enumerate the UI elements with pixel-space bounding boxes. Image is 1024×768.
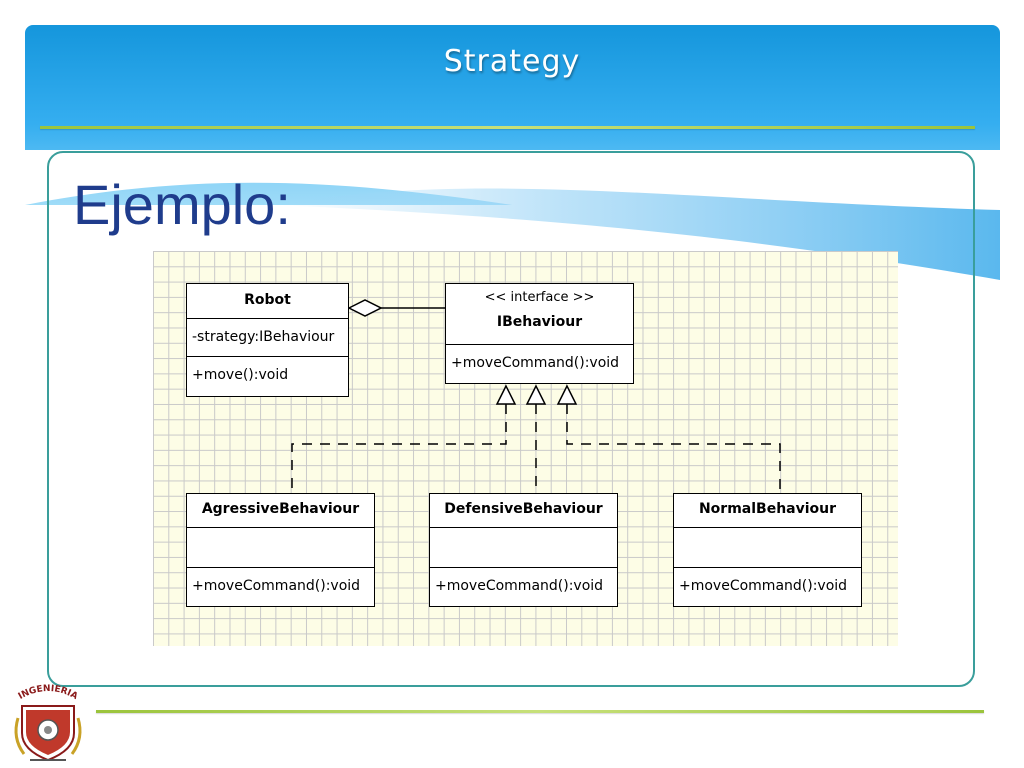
class-agressive-operation: +moveCommand():void	[187, 567, 374, 605]
realization-line-normal	[566, 404, 781, 493]
class-normal-operation: +moveCommand():void	[674, 567, 861, 605]
class-agressive-name: AgressiveBehaviour	[201, 501, 360, 517]
class-robot: Robot -strategy:IBehaviour +move():void	[186, 283, 349, 397]
footer-rule	[96, 710, 984, 713]
aggregation-diamond	[347, 299, 383, 317]
class-normal-attributes	[674, 527, 861, 567]
uml-diagram: Robot -strategy:IBehaviour +move():void …	[153, 251, 898, 646]
interface-ibehaviour: << interface >> IBehaviour +moveCommand(…	[445, 283, 634, 384]
interface-ibehaviour-operation: +moveCommand():void	[446, 344, 633, 382]
class-normal-behaviour: NormalBehaviour +moveCommand():void	[673, 493, 862, 607]
realization-arrow-right	[556, 384, 578, 405]
class-normal-name: NormalBehaviour	[698, 501, 837, 517]
class-agressive-attributes	[187, 527, 374, 567]
realization-arrow-left	[495, 384, 517, 405]
class-defensive-attributes	[430, 527, 617, 567]
interface-ibehaviour-name: IBehaviour	[496, 314, 583, 330]
class-robot-operation: +move():void	[187, 356, 348, 395]
class-defensive-name: DefensiveBehaviour	[444, 501, 603, 517]
crest-text: INGENIERIA	[17, 684, 79, 702]
class-defensive-operation: +moveCommand():void	[430, 567, 617, 605]
class-robot-attribute: -strategy:IBehaviour	[187, 318, 348, 356]
uml-connectors	[291, 299, 781, 493]
slide-heading: Ejemplo:	[73, 173, 291, 236]
class-agressive-behaviour: AgressiveBehaviour +moveCommand():void	[186, 493, 375, 607]
realization-arrow-center	[525, 384, 547, 405]
realization-line-agressive	[291, 404, 507, 493]
slide-title: Strategy	[443, 44, 581, 79]
interface-stereotype: << interface >>	[484, 290, 595, 305]
header-rule	[40, 126, 975, 129]
class-defensive-behaviour: DefensiveBehaviour +moveCommand():void	[429, 493, 618, 607]
class-robot-name: Robot	[244, 292, 291, 308]
body-wave-decoration	[25, 150, 1000, 280]
content-frame	[47, 151, 975, 687]
faculty-crest-icon: INGENIERIA	[14, 684, 82, 762]
